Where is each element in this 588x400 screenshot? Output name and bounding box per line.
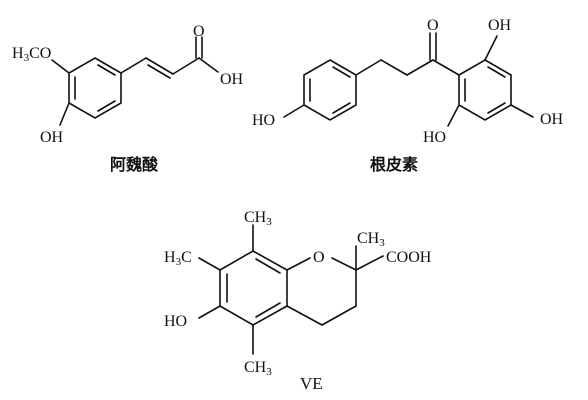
phloretin-phenol-oh-bond: [283, 104, 305, 118]
ferulic-carbonyl-o-label: O: [193, 23, 205, 40]
ve-aromatic-ring: [219, 250, 288, 326]
phloretin-ring-double-bond: [332, 66, 351, 78]
phloretin-oh-bottom-label: HO: [423, 129, 446, 146]
phloretin-oh-right-bond: [510, 104, 534, 118]
phloretin-trihydroxy-ring: [458, 59, 512, 121]
phloretin-phenol-ring: [303, 59, 357, 121]
ferulic-ring-double-bond: [97, 100, 116, 112]
ferulic-chain-bond: [172, 57, 200, 75]
phloretin-chain-bond: [432, 59, 460, 76]
ve-ring-o-label: O: [313, 249, 325, 266]
phloretin-ring-double-bond: [487, 66, 506, 78]
ve-methyl-c2-label: CH3: [357, 230, 385, 249]
ve-ho-bond: [198, 305, 221, 319]
ferulic-acid-oh-label: OH: [220, 71, 244, 88]
ferulic-methoxy-bond: [51, 59, 70, 74]
phloretin-oh-bottom-bond: [447, 104, 460, 127]
ve-ring-double-bond: [255, 302, 281, 318]
phloretin-carbonyl-o-label: O: [427, 17, 439, 34]
ve-cooh-bond: [355, 255, 384, 271]
ferulic-acid-oh-bond: [198, 57, 219, 73]
ve-ho-label: HO: [164, 313, 187, 330]
phloretin-oh-top-label: OH: [488, 17, 512, 34]
ferulic-acid-structure: H3CO OH O OH 阿魏酸: [12, 23, 244, 174]
phloretin-ring-double-bond: [487, 102, 506, 114]
ve-methyl-top-label: CH3: [244, 209, 272, 228]
ve-pyran-bond: [286, 305, 323, 326]
phloretin-phenol-ho-label: HO: [252, 112, 275, 129]
ferulic-alkene-bond: [145, 57, 174, 75]
ferulic-hydroxyl-label: OH: [40, 129, 64, 146]
phloretin-chain-bond: [355, 59, 382, 76]
ve-methyl-left-bond: [198, 257, 221, 271]
phloretin-caption: 根皮素: [370, 155, 418, 174]
ferulic-benzene-ring: [68, 57, 122, 119]
ferulic-alkene-double: [147, 64, 171, 79]
ve-caption: VE: [300, 374, 323, 393]
ve-cooh-label: COOH: [386, 249, 432, 266]
ve-methyl-bottom-label: CH3: [244, 359, 272, 378]
ve-pyran-bond: [321, 305, 357, 326]
phloretin-chain-bond: [406, 59, 434, 76]
ferulic-chain-bond: [120, 57, 147, 74]
ferulic-ring-double-bond: [97, 64, 116, 76]
ferulic-methoxy-label: H3CO: [12, 45, 51, 64]
ve-structure: CH3 H3C O CH3 COOH HO CH3 VE: [164, 209, 432, 393]
phloretin-oh-right-label: OH: [540, 111, 564, 128]
phloretin-ring-double-bond: [332, 102, 351, 114]
ferulic-hydroxyl-bond: [59, 102, 70, 126]
phloretin-oh-top-bond: [484, 35, 498, 61]
ve-ring-double-bond: [255, 258, 281, 274]
ve-pyran-bond: [331, 257, 357, 271]
ve-pyran-bond: [286, 257, 311, 271]
ve-methyl-left-label: H3C: [164, 249, 192, 268]
phloretin-chain-bond: [380, 59, 408, 76]
ferulic-acid-caption: 阿魏酸: [110, 155, 159, 174]
phloretin-structure: HO O OH HO OH 根皮素: [252, 17, 564, 174]
